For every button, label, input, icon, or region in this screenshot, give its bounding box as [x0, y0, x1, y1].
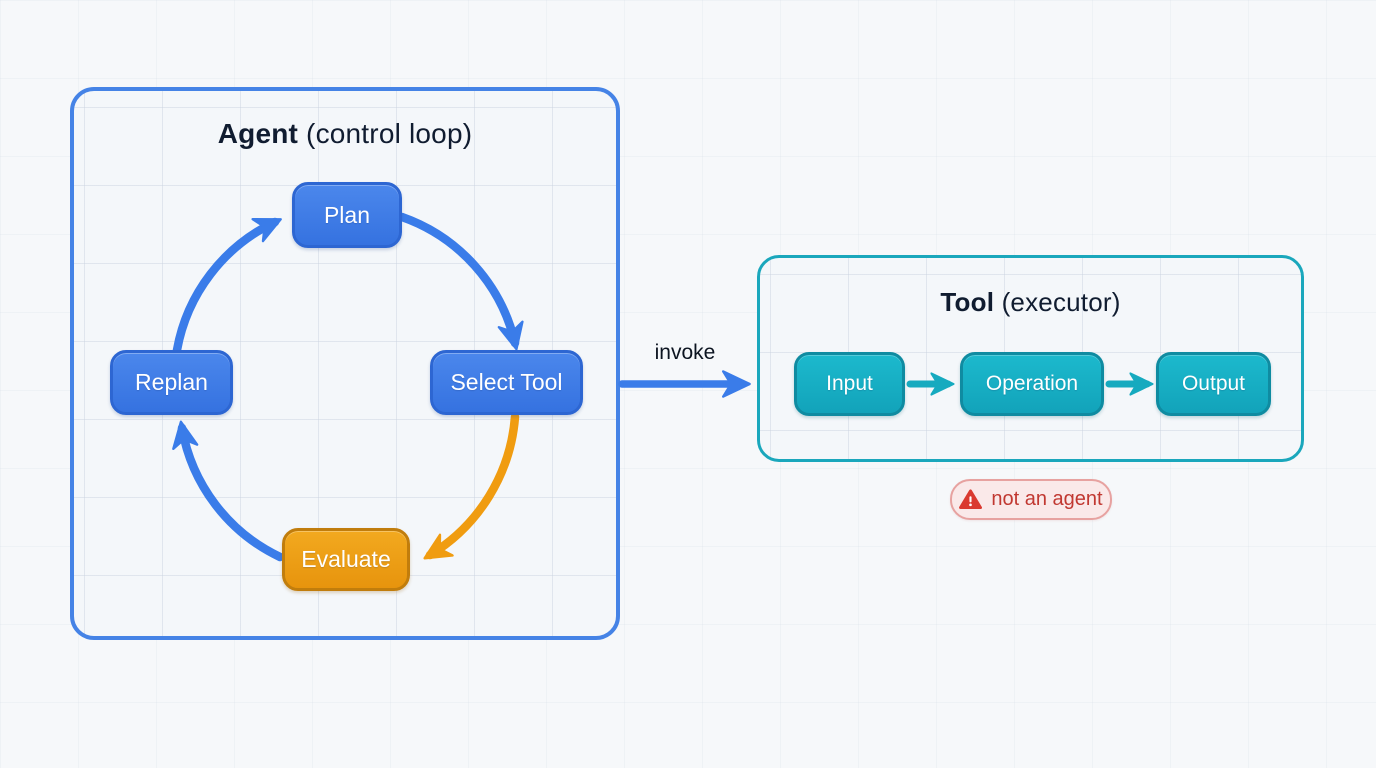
node-operation: Operation	[960, 352, 1104, 416]
agent-panel: Agent (control loop) Plan Replan Select …	[70, 87, 620, 640]
arrow-plan-to-select-tool	[397, 212, 524, 351]
agent-title-rest: (control loop)	[298, 118, 473, 149]
warning-triangle-icon	[959, 489, 983, 510]
node-select-tool: Select Tool	[430, 350, 583, 415]
badge-label: not an agent	[991, 488, 1103, 510]
node-input: Input	[794, 352, 905, 416]
tool-panel: Tool (executor) Input Operation Output	[757, 255, 1304, 462]
arrow-select-tool-to-evaluate	[423, 412, 520, 560]
tool-title-bold: Tool	[940, 287, 995, 317]
node-replan: Replan	[110, 350, 233, 415]
node-output: Output	[1156, 352, 1271, 416]
agent-panel-title: Agent (control loop)	[74, 117, 616, 151]
not-an-agent-badge: not an agent	[950, 479, 1112, 520]
tool-panel-title: Tool (executor)	[760, 285, 1301, 319]
tool-title-rest: (executor)	[994, 287, 1121, 317]
arrow-replan-to-plan	[172, 217, 282, 355]
invoke-label: invoke	[654, 341, 716, 364]
arrow-evaluate-to-replan	[172, 420, 285, 562]
agent-title-bold: Agent	[217, 118, 299, 149]
node-plan: Plan	[292, 182, 402, 248]
node-evaluate: Evaluate	[282, 528, 410, 591]
